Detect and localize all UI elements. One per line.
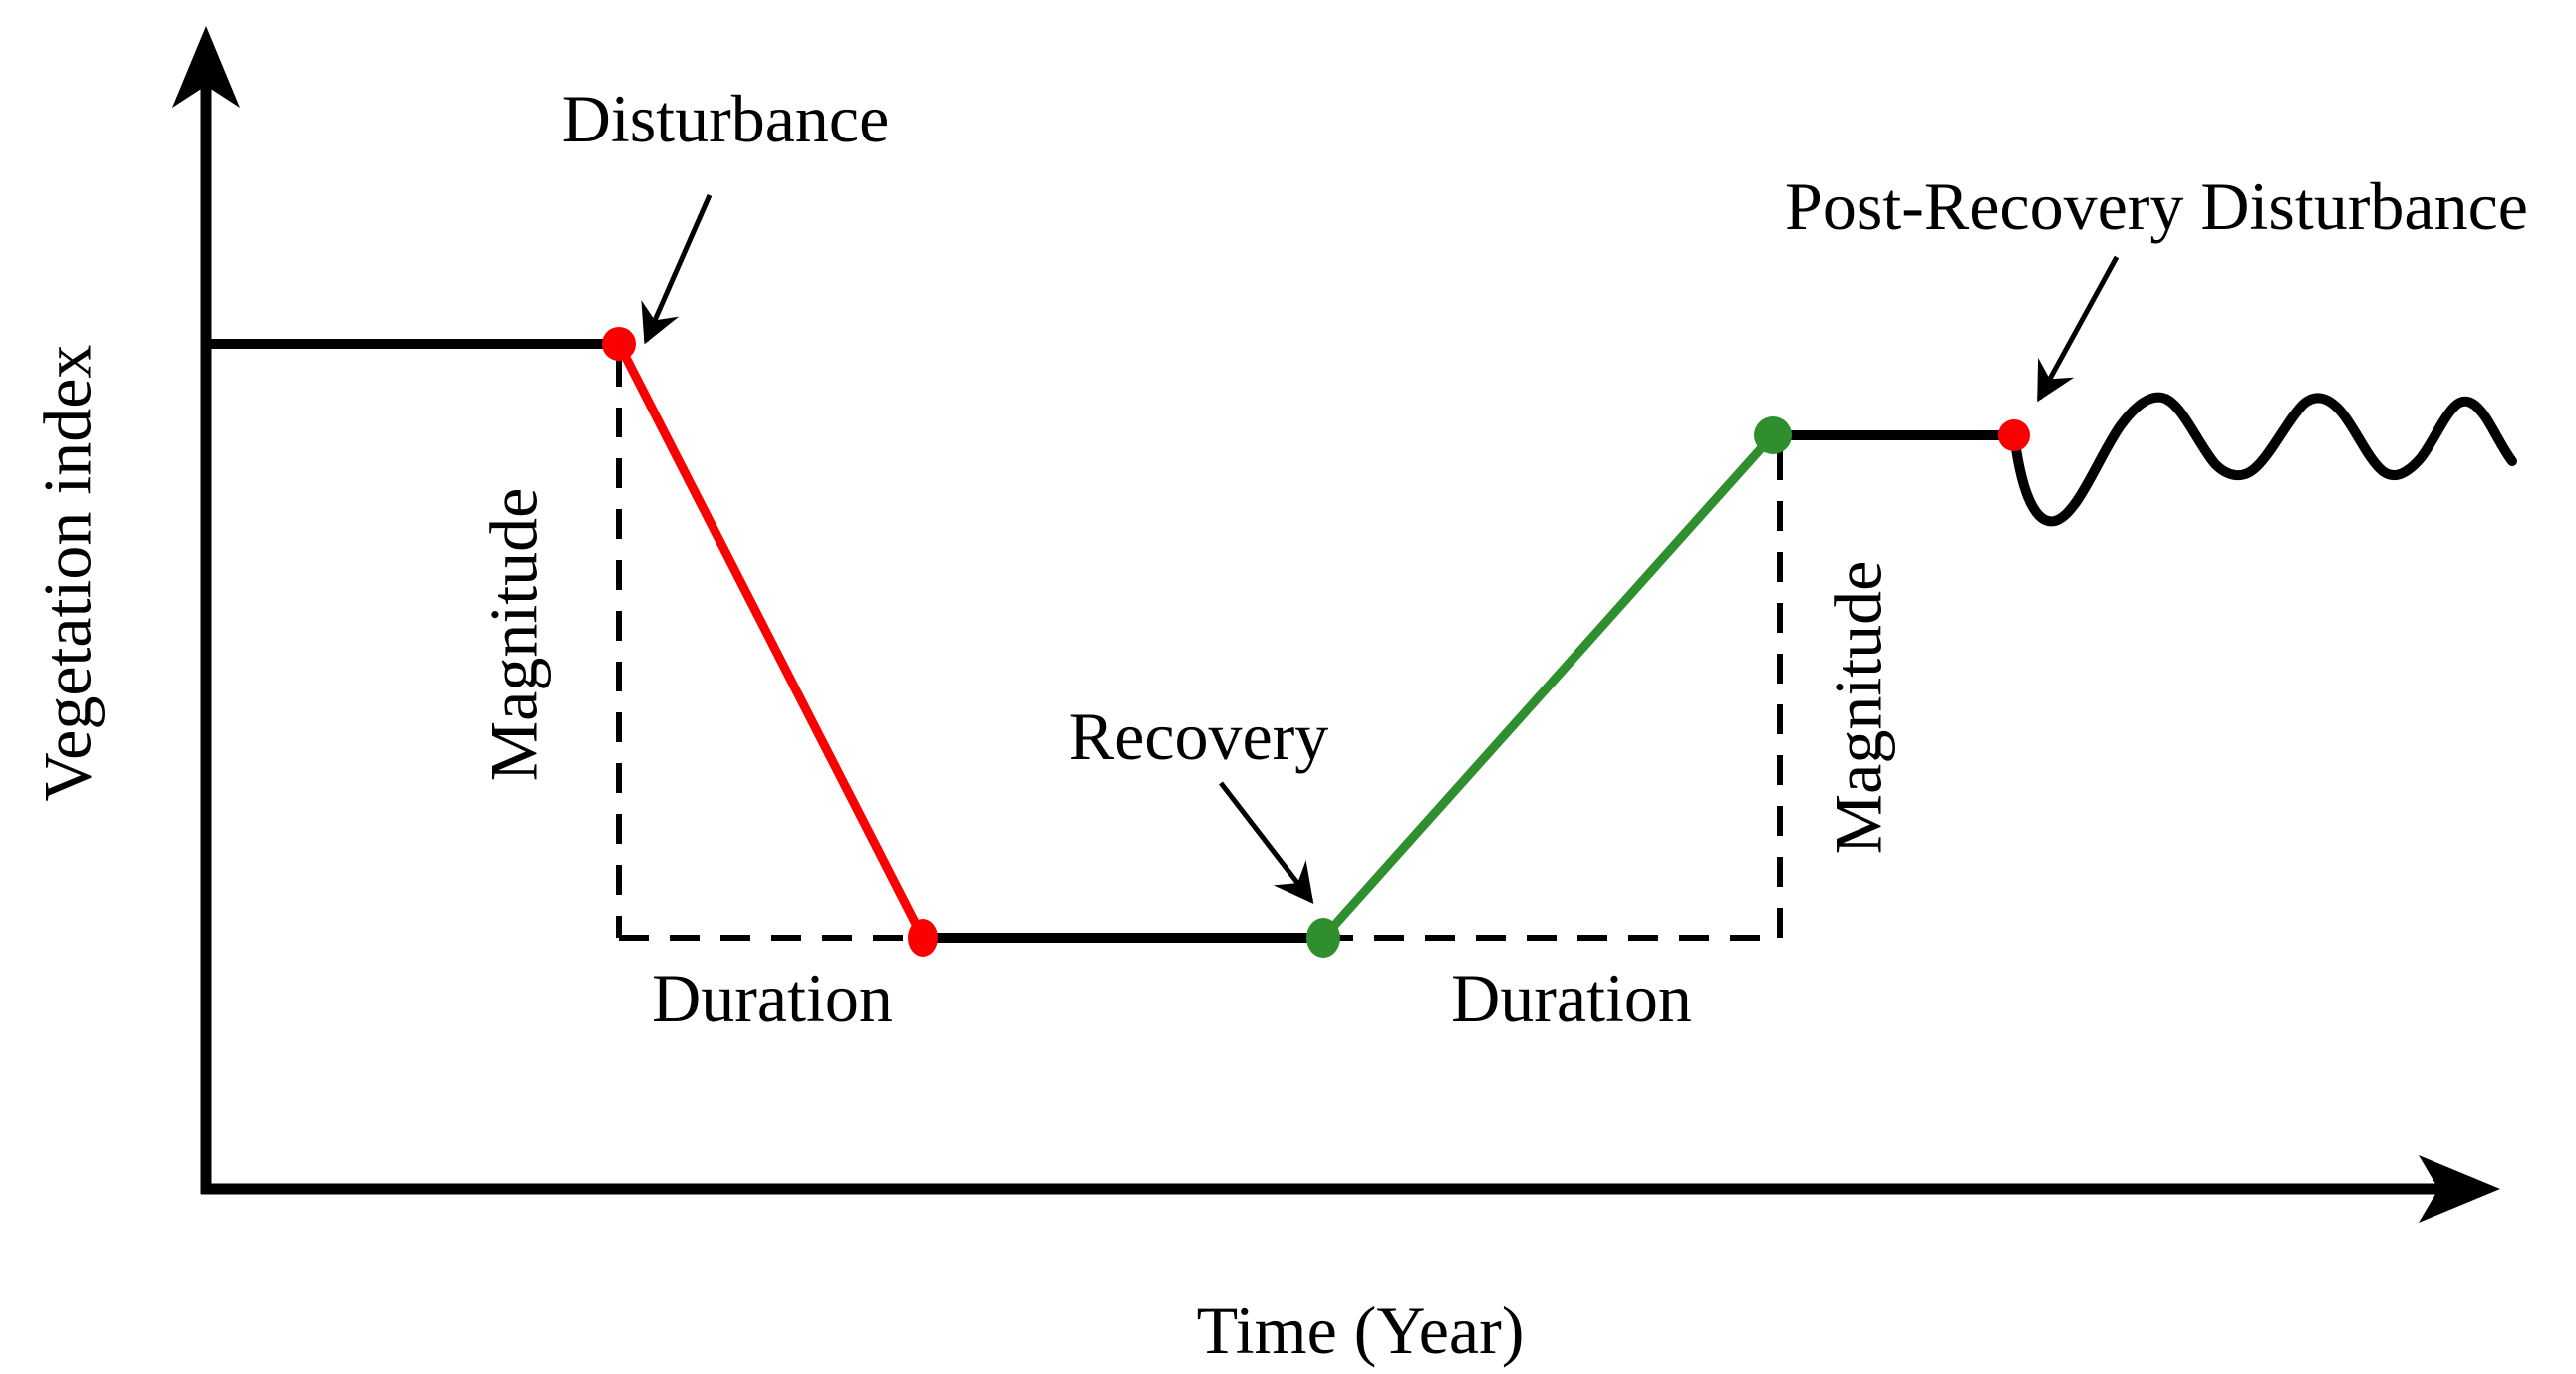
y-axis-title: Vegetation index [30,345,106,802]
post-recovery-disturbance-point [1998,419,2030,451]
post-recovery-annotation-arrow-icon [2036,255,2120,403]
recovery-start-point [1306,918,1340,958]
recovery-end-point [1754,416,1792,454]
duration-disturbance-label: Duration [652,961,893,1036]
disturbance-annotation-arrow-icon [641,193,713,345]
recovery-annotation-arrow-icon [1219,781,1314,904]
recovery-label: Recovery [1069,698,1329,774]
y-axis-arrowhead-icon [172,26,240,108]
magnitude-disturbance-label: Magnitude [476,488,552,782]
magnitude-recovery-label: Magnitude [1821,561,1896,855]
disturbance-point [602,327,636,361]
x-axis-title: Time (Year) [1197,1292,1525,1368]
disturbance-decline-segment [614,341,928,941]
post-recovery-fluctuation-wave [2010,392,2517,527]
post-recovery-disturbance-label: Post-Recovery Disturbance [1785,168,2528,244]
x-axis-arrowhead-icon [2419,1155,2500,1223]
duration-recovery-label: Duration [1451,961,1692,1036]
recovery-rise-segment [1319,431,1777,942]
disturbance-label: Disturbance [562,81,890,156]
disturbance-end-point [908,919,938,957]
